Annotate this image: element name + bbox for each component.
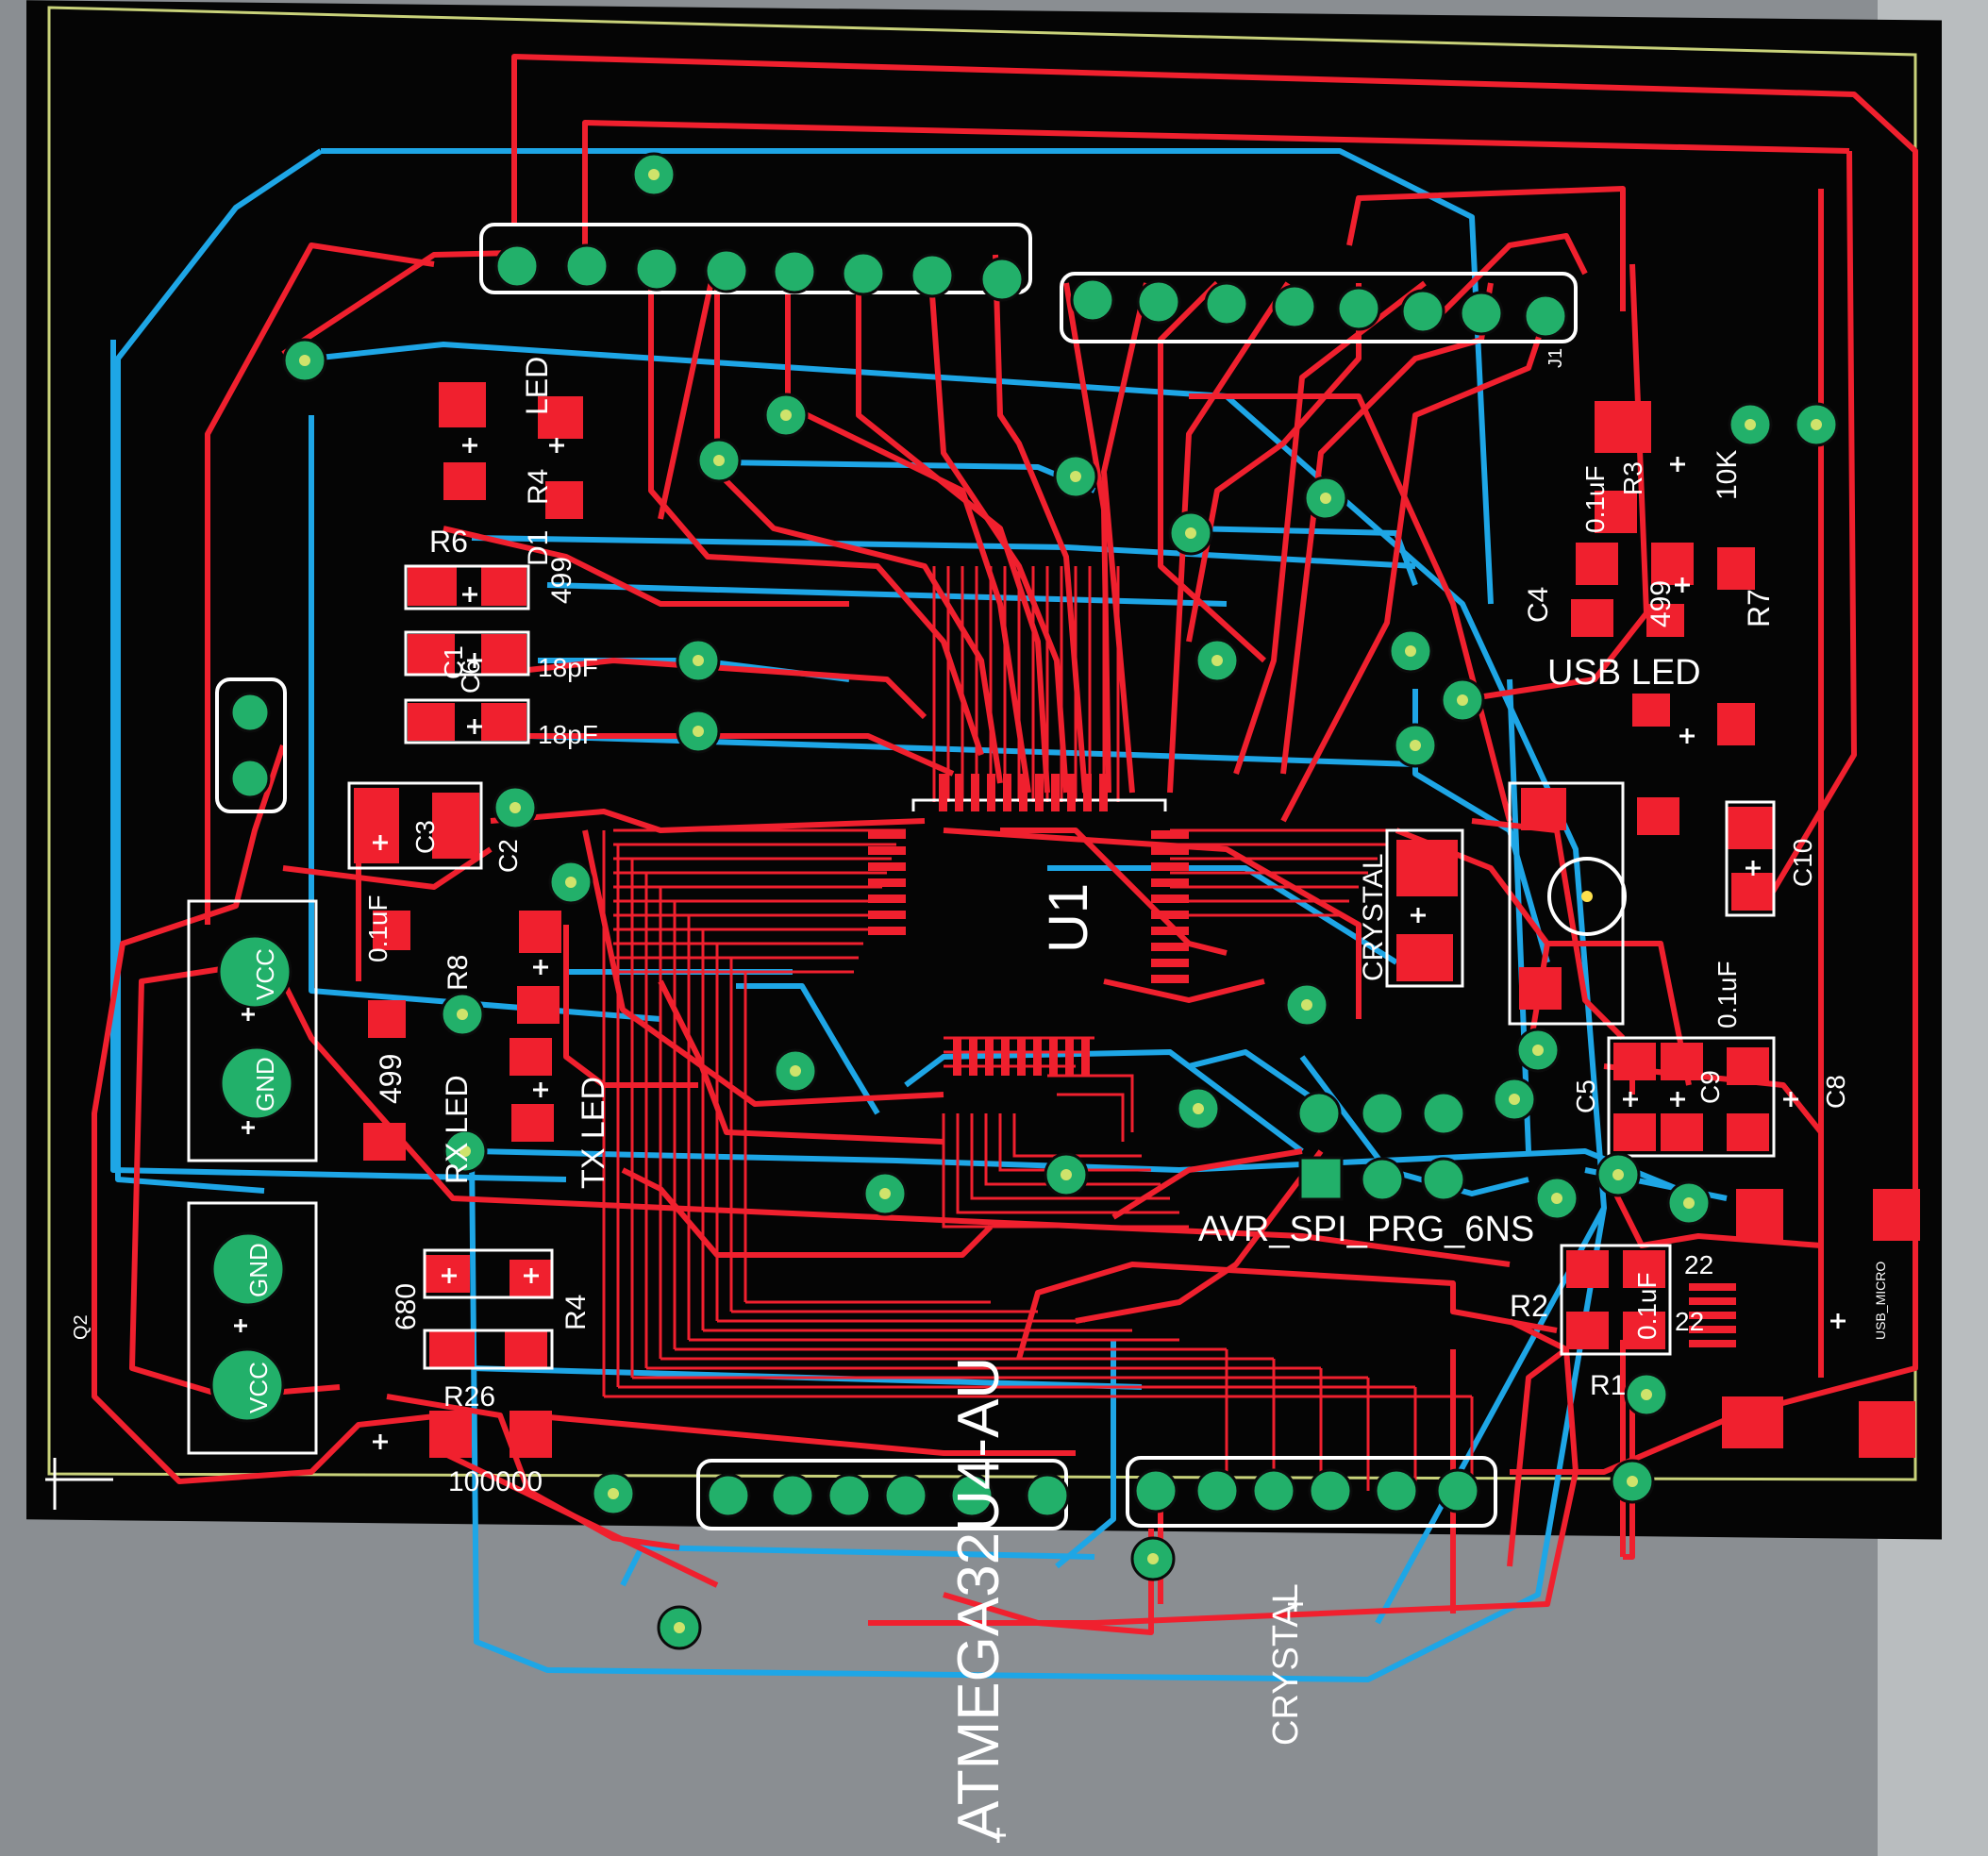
r499-b-label: 499 (374, 1054, 408, 1104)
usb-led-label: USB LED (1547, 653, 1701, 693)
board-outline (47, 6, 1917, 1481)
led-label: LED (520, 357, 554, 415)
top-copper-bus (602, 566, 1474, 1491)
c6-label: C6 (456, 660, 485, 694)
c-0-1uf-a-label: 0.1uF (363, 895, 393, 962)
tx-led-label: TX LED (576, 1077, 611, 1189)
j1-label: J1 (1545, 348, 1566, 368)
c10-label: C10 (1788, 839, 1817, 887)
r8-label: R8 (443, 955, 474, 991)
c9-label: C9 (1696, 1070, 1725, 1104)
c5-label: C5 (1571, 1079, 1600, 1113)
vcc-b-label: VCC (244, 1362, 273, 1413)
d1-label: D1 (523, 530, 554, 566)
vcc-a-label: VCC (251, 948, 279, 1000)
via-holes (299, 169, 1822, 1633)
c-0-1uf-b-label: 0.1uF (1580, 465, 1610, 533)
r24-label: R4 (560, 1295, 592, 1330)
r680-label: 680 (391, 1283, 422, 1330)
r1-label: R1 (1590, 1370, 1626, 1401)
u1-label: U1 (1038, 883, 1099, 953)
pin-header-2pin[interactable] (215, 677, 287, 813)
c4-label: C4 (1523, 587, 1554, 623)
q2-label: Q2 (71, 1314, 92, 1340)
crystal-label: CRYSTAL (1266, 1583, 1306, 1746)
r22-b-label: 22 (1675, 1307, 1704, 1336)
reset-button[interactable] (1547, 857, 1627, 936)
c8-label: C8 (1821, 1075, 1850, 1109)
atmega-label: ATMEGA32U4-AU (946, 1357, 1011, 1840)
silkscreen-outlines (347, 564, 1776, 1370)
gnd-a-label: GND (251, 1057, 279, 1112)
c18pf-a-label: 18pF (538, 653, 598, 682)
c18pf-b-label: 18pF (538, 720, 598, 749)
usb-connector-label: USB_MICRO (1873, 1262, 1888, 1340)
r2-label: R2 (1510, 1289, 1548, 1323)
power-pads[interactable] (209, 934, 294, 1423)
silkscreen-plus-marks (234, 438, 1846, 1843)
c-0-1uf-c-label: 0.1uF (1712, 961, 1742, 1028)
r22-a-label: 22 (1684, 1250, 1713, 1279)
r499-c-label: 499 (1646, 580, 1677, 627)
r26-label: R26 (443, 1381, 495, 1413)
gnd-b-label: GND (244, 1243, 273, 1297)
c3-label: C3 (410, 820, 440, 854)
smd-pads[interactable] (354, 382, 1920, 1458)
avr-isp-header[interactable] (1296, 1091, 1466, 1202)
u1-package[interactable] (868, 774, 1189, 1076)
c2-label: C2 (493, 839, 523, 873)
crystal-pad-label: CRYSTAL (1358, 853, 1389, 981)
pin-header-top-left[interactable] (479, 223, 1032, 294)
r499-a-label: 499 (546, 557, 577, 604)
c-0-1uf-d-label: 0.1uF (1632, 1272, 1662, 1340)
avr-header-label: AVR_SPI_PRG_6NS (1198, 1210, 1534, 1249)
r6-label: R6 (429, 525, 468, 559)
r7-label: R7 (1742, 589, 1776, 627)
r100000-label: 100000 (448, 1466, 543, 1497)
c1-label: C1 (439, 645, 468, 679)
r4-label: R4 (523, 469, 554, 505)
power-connector-2[interactable] (187, 1201, 318, 1455)
r10k-label: 10K (1712, 450, 1743, 500)
pin-header-top-right[interactable] (1060, 272, 1578, 343)
power-connector-1[interactable] (187, 899, 318, 1162)
r3-label: R3 (1618, 461, 1647, 495)
rx-led-label: RX LED (440, 1075, 474, 1184)
pin-header-bottom-right[interactable] (1126, 1456, 1497, 1528)
